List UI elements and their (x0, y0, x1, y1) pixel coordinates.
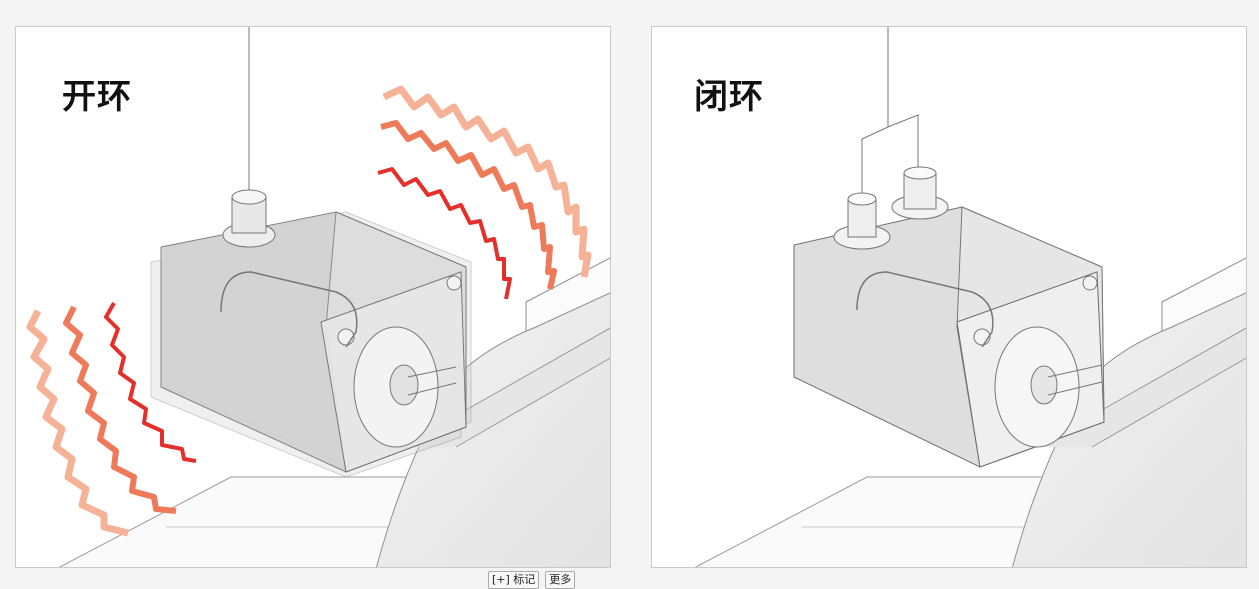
vibration-wave-left-dark (104, 302, 197, 463)
vibration-wave-left-mid (63, 305, 177, 514)
more-button[interactable]: 更多 (545, 571, 576, 589)
vibration-wave-right-light (382, 85, 592, 278)
closed-loop-panel: 闭环 (651, 26, 1247, 568)
motor-bracket (856, 271, 994, 348)
cable-line (887, 27, 919, 177)
closed-loop-illustration (694, 27, 1246, 567)
vibration-wave-right-dark (377, 167, 512, 300)
encoder-connectors (833, 166, 949, 250)
closed-loop-title: 闭环 (694, 77, 764, 117)
mark-button[interactable]: [+] 标记 (488, 571, 540, 589)
footer-toolbar: [+] 标记 更多 (488, 571, 576, 589)
vibration-wave-right-mid (380, 120, 557, 290)
vibration-wave-left-light (26, 309, 129, 537)
motor-bracket (220, 271, 358, 348)
side-block (1161, 257, 1246, 343)
open-loop-panel: 开环 (15, 26, 611, 568)
open-loop-illustration (26, 27, 610, 567)
open-loop-title: 开环 (62, 77, 132, 117)
